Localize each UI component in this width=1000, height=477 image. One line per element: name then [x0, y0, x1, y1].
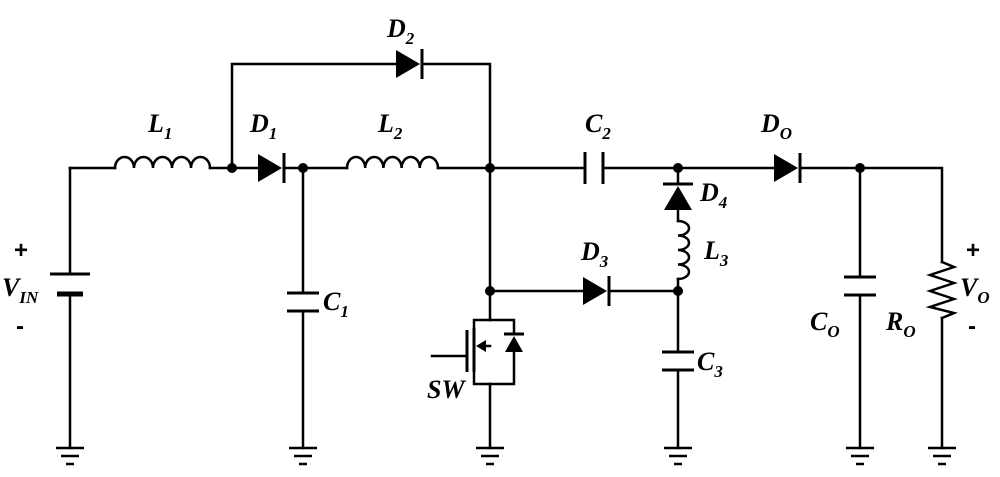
capacitor-c1	[287, 293, 319, 311]
ground-sw	[476, 448, 504, 464]
diode-do	[774, 153, 800, 183]
label-co: CO	[810, 307, 840, 341]
label-d1: D1	[249, 109, 277, 143]
label-sw: SW	[427, 375, 466, 404]
label-c3: C3	[697, 347, 723, 381]
label-l3: L3	[703, 236, 729, 270]
ground-c3	[664, 448, 692, 464]
vo-plus-sign: +	[966, 237, 980, 264]
capacitor-c2	[585, 152, 603, 184]
label-d2: D2	[386, 14, 415, 48]
vin-plus-sign: +	[14, 237, 28, 264]
label-d3: D3	[580, 237, 609, 271]
label-l1: L1	[147, 109, 172, 143]
wires	[70, 64, 942, 448]
capacitor-co	[844, 277, 876, 295]
diode-d3	[583, 276, 609, 306]
vin-minus-sign: -	[16, 313, 24, 340]
inductor-l1	[115, 157, 210, 168]
label-c1: C1	[323, 287, 349, 321]
ground-c1	[289, 448, 317, 464]
vo-minus-sign: -	[968, 313, 976, 340]
diode-d1	[258, 153, 284, 183]
inductor-l3	[678, 221, 689, 279]
label-ro: RO	[885, 307, 916, 341]
label-vin: VIN	[2, 273, 39, 307]
label-c2: C2	[585, 109, 611, 143]
diode-d4	[663, 184, 693, 210]
diode-d2	[396, 49, 422, 79]
label-l2: L2	[377, 109, 403, 143]
label-do: DO	[760, 109, 792, 143]
vin-battery-symbol	[50, 274, 90, 294]
label-vo: VO	[960, 273, 990, 307]
ground-vin	[56, 448, 84, 464]
junction-dots	[227, 163, 865, 296]
ground-ro	[928, 448, 956, 464]
inductor-l2	[347, 157, 438, 168]
resistor-ro	[930, 262, 954, 318]
ground-co	[846, 448, 874, 464]
label-d4: D4	[699, 178, 727, 212]
capacitor-c3	[662, 352, 694, 370]
